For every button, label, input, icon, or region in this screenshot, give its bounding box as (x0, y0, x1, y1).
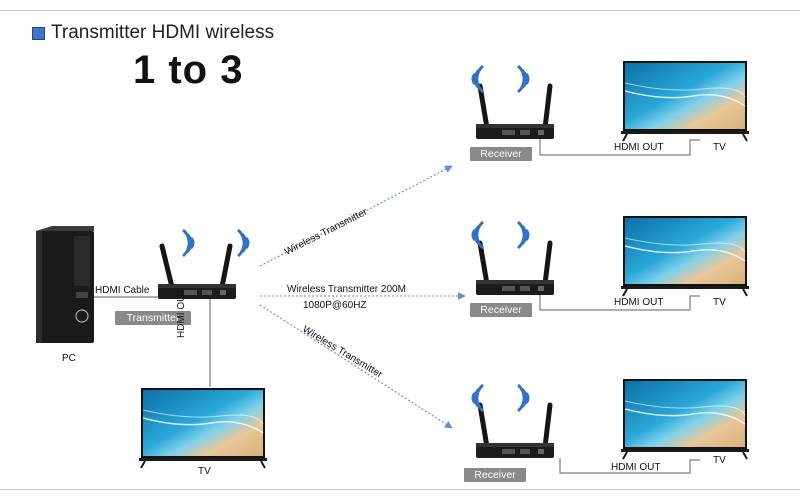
receiver-1-tag: Receiver (470, 147, 532, 161)
receiver-2-hdmi-line (539, 295, 700, 311)
receiver-1-wifi-icon-right (516, 64, 530, 94)
receiver-3-hdmi-out-label: HDMI OUT (611, 462, 661, 473)
receiver-3-tag: Receiver (464, 468, 526, 482)
receiver-2-tag: Receiver (470, 303, 532, 317)
transmitter-tag: Transmitter (115, 311, 191, 325)
local-tv-label: TV (198, 466, 211, 477)
top-border (0, 10, 800, 11)
local-hdmi-out-label: HDMI OUT (176, 288, 187, 338)
receiver-3-tv-label: TV (713, 455, 726, 466)
receiver-2-wifi-icon-right (516, 220, 530, 250)
receiver-1-device-icon (476, 83, 554, 139)
wireless-link-top (259, 165, 453, 267)
transmitter-wifi-icon-right (236, 228, 250, 258)
receiver-2-device-icon (476, 240, 554, 295)
receiver-1-hdmi-out-label: HDMI OUT (614, 142, 664, 153)
receiver-2-tv-label: TV (713, 297, 726, 308)
receiver-3-wifi-icon-right (516, 383, 530, 413)
receiver-3-device-icon (476, 402, 554, 458)
receiver-2-hdmi-out-label: HDMI OUT (614, 297, 664, 308)
receiver-1-hdmi-line (539, 139, 700, 156)
wireless-link-middle-sublabel: 1080P@60HZ (303, 300, 367, 311)
receiver-1-tv-icon (620, 60, 750, 142)
bottom-border (0, 489, 800, 490)
pc-tower-icon (36, 226, 94, 343)
title-bullet (32, 26, 45, 40)
title-text: Transmitter HDMI wireless (51, 22, 275, 43)
receiver-1-tv-label: TV (713, 142, 726, 153)
receiver-2-tv-icon (620, 215, 750, 297)
hdmi-cable-label: HDMI Cable (95, 285, 150, 296)
transmitter-device-icon (158, 243, 236, 299)
receiver-3-tv-icon (620, 378, 750, 460)
pc-label: PC (62, 353, 76, 364)
transmitter-wifi-icon-left (181, 228, 195, 258)
wireless-link-middle-label: Wireless Transmitter 200M (287, 284, 406, 295)
receiver-3-hdmi-line (559, 458, 700, 474)
diagram-subtitle: 1 to 3 (133, 48, 244, 92)
local-tv-icon (138, 387, 268, 469)
diagram-title: Transmitter HDMI wireless (32, 22, 274, 44)
